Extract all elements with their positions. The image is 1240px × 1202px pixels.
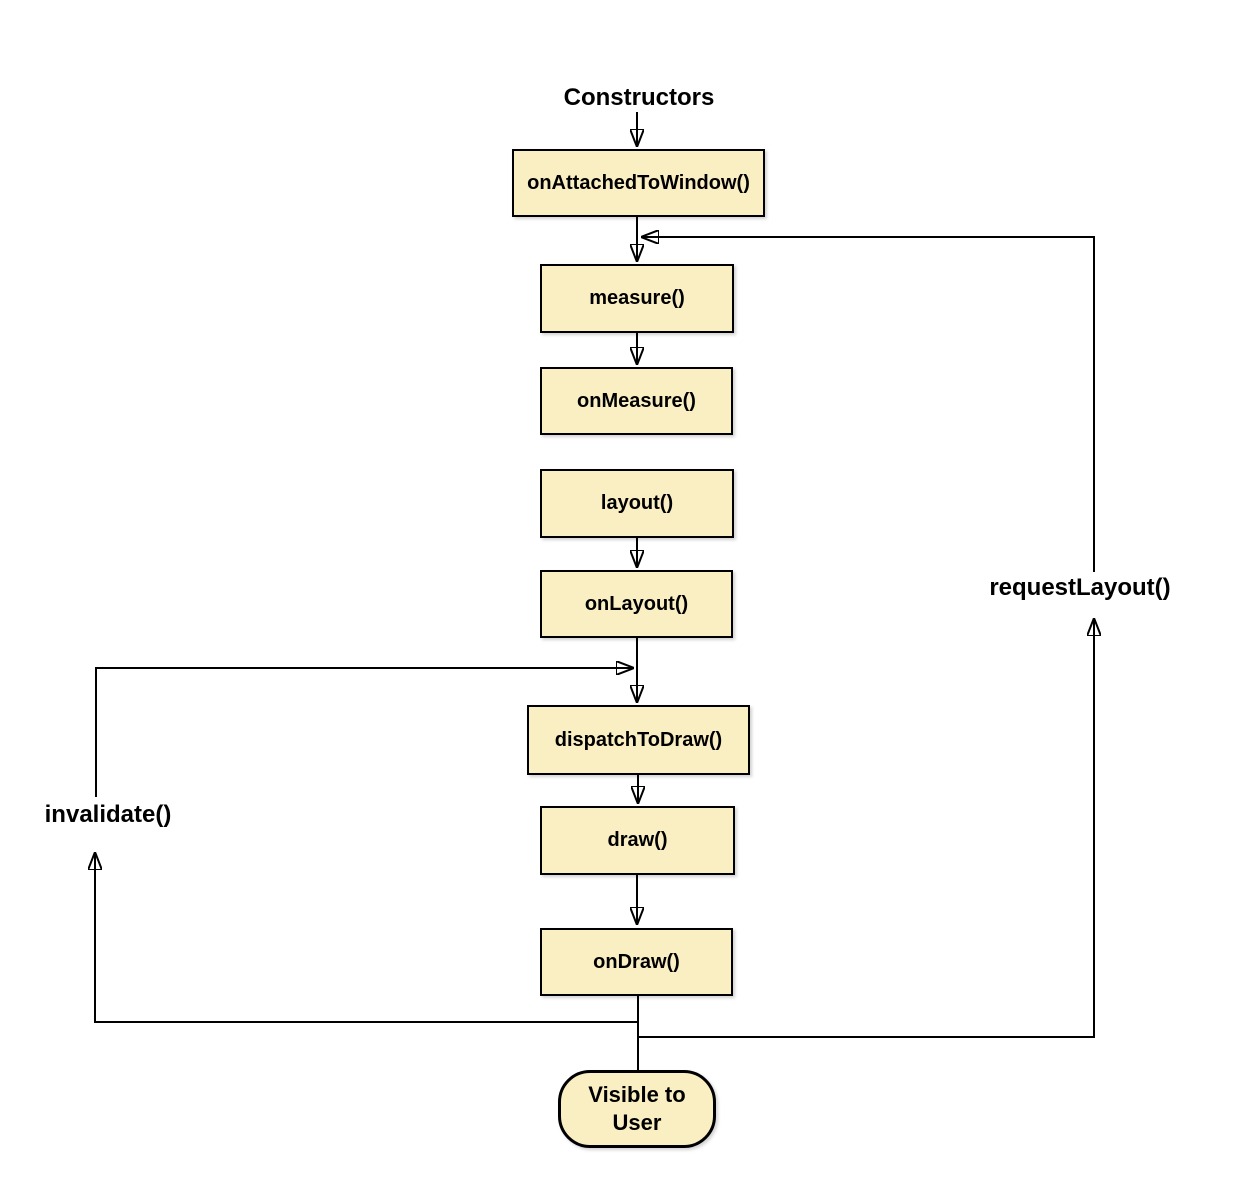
node-onlayout: onLayout() (540, 570, 733, 638)
node-visible-to-user: Visible to User (558, 1070, 716, 1148)
node-onmeasure: onMeasure() (540, 367, 733, 435)
edge-ondraw-to-invalidate (95, 853, 638, 1023)
node-layout: layout() (540, 469, 734, 538)
node-measure: measure() (540, 264, 734, 333)
node-ondraw: onDraw() (540, 928, 733, 996)
node-draw: draw() (540, 806, 735, 875)
label-requestlayout: requestLayout() (989, 574, 1171, 601)
edge-requestlayout-return (642, 237, 1095, 572)
node-onattachedtowindow: onAttachedToWindow() (512, 149, 765, 217)
node-dispatchtodraw: dispatchToDraw() (527, 705, 750, 775)
edge-invalidate-forward (95, 668, 633, 797)
edge-ondraw-to-requestlayout (638, 619, 1094, 1038)
label-invalidate: invalidate() (44, 801, 172, 828)
title-constructors: Constructors (563, 84, 715, 111)
